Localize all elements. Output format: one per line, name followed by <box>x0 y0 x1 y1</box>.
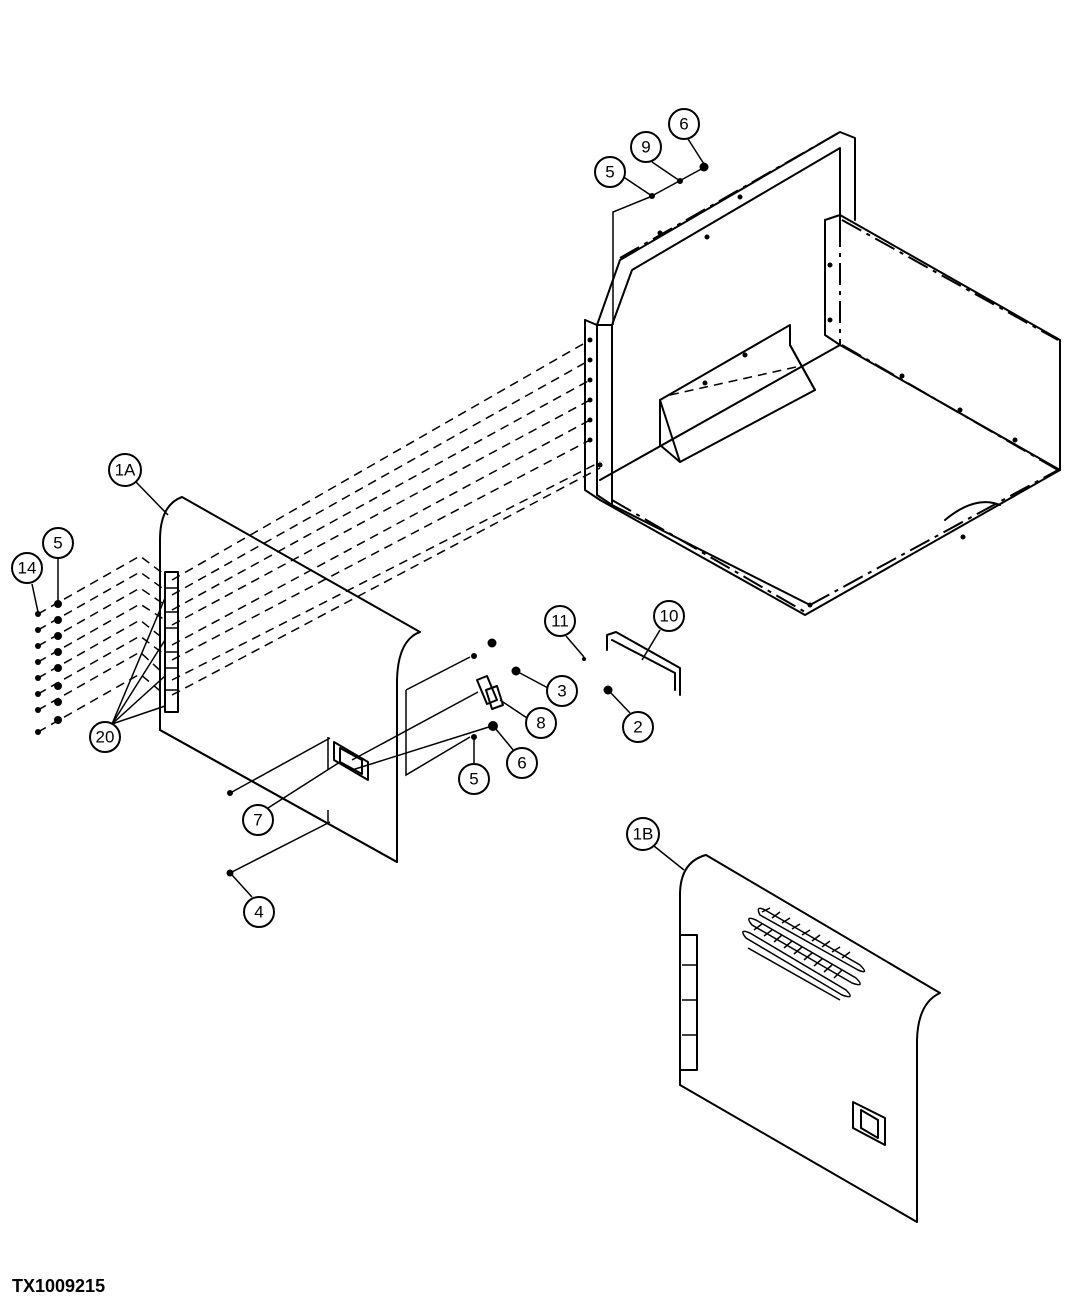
callout-label: 14 <box>18 559 37 578</box>
callout-1b: 1B <box>626 817 660 851</box>
panel-1a <box>159 496 421 863</box>
hinge-alignment-lines <box>37 339 601 733</box>
callout-label: 8 <box>536 714 545 733</box>
callout-label: 6 <box>517 754 526 773</box>
callout-label: 10 <box>660 607 679 626</box>
callout-label: 1A <box>115 461 136 480</box>
callout-2: 2 <box>622 711 654 743</box>
panel-1b <box>679 854 941 1223</box>
figure-code: TX1009215 <box>12 1276 106 1296</box>
callout-label: 6 <box>679 115 688 134</box>
callout-label: 5 <box>53 534 62 553</box>
hinge-screws <box>35 600 62 735</box>
callout-20: 20 <box>89 721 121 753</box>
callout-label: 3 <box>557 682 566 701</box>
callout-5-left: 5 <box>42 527 74 559</box>
callout-label: 5 <box>605 163 614 182</box>
callout-label: 5 <box>469 770 478 789</box>
callout-10: 10 <box>653 600 685 632</box>
callout-label: 9 <box>641 138 650 157</box>
callout-4: 4 <box>243 896 275 928</box>
callout-label: 7 <box>253 811 262 830</box>
housing-assembly <box>584 131 1061 616</box>
callout-7: 7 <box>242 804 274 836</box>
callout-5-top: 5 <box>594 156 626 188</box>
callout-8: 8 <box>525 707 557 739</box>
callout-5-mid: 5 <box>458 763 490 795</box>
callouts: 6 9 5 1A 5 14 <box>11 108 705 928</box>
callout-label: 20 <box>96 728 115 747</box>
callout-label: 1B <box>633 825 654 844</box>
callout-label: 11 <box>551 612 569 631</box>
callout-label: 2 <box>633 718 642 737</box>
latch-hardware <box>226 631 681 877</box>
callout-3: 3 <box>546 675 578 707</box>
callout-1a: 1A <box>108 453 142 487</box>
callout-label: 4 <box>254 903 263 922</box>
callout-9: 9 <box>630 131 662 163</box>
callout-6-mid: 6 <box>506 747 538 779</box>
callout-11: 11 <box>544 605 576 637</box>
callout-14: 14 <box>11 552 43 584</box>
callout-6-top: 6 <box>668 108 700 140</box>
